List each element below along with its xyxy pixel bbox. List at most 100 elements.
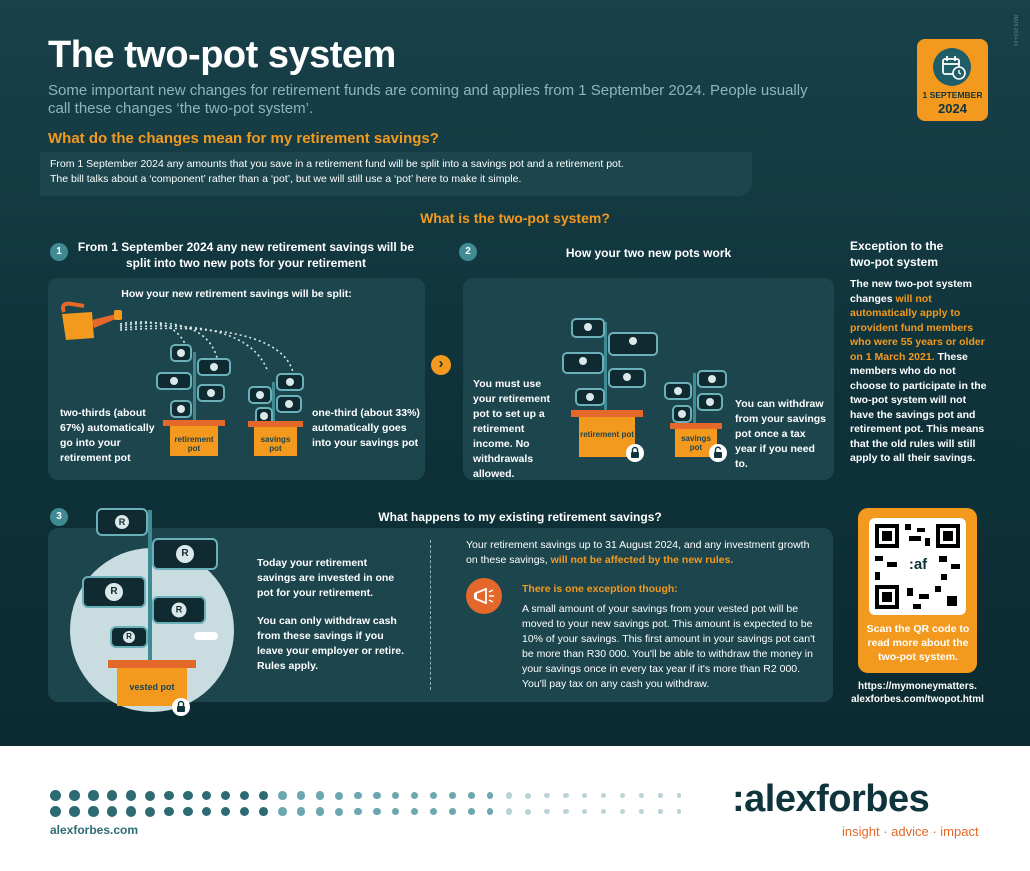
decorative-dot (487, 792, 494, 799)
intro-box (40, 152, 752, 196)
decorative-dot (259, 807, 268, 816)
decorative-dot (677, 793, 682, 798)
decorative-dot (183, 806, 193, 817)
step1-number: 1 (50, 243, 68, 261)
savings-pot-label: savings pot (260, 435, 291, 453)
money-note-icon (697, 370, 727, 388)
step3-number: 3 (50, 508, 68, 526)
retirement-pot-label: retirement pot (580, 430, 634, 439)
step3-heading: What happens to my existing retirement s… (378, 510, 662, 524)
step1-heading: From 1 September 2024 any new retirement… (77, 240, 415, 270)
decorative-dot (126, 806, 137, 817)
next-arrow-icon: › (431, 355, 451, 375)
decorative-dot (677, 809, 682, 814)
pot-rim (571, 410, 643, 417)
money-note-icon: R (96, 508, 148, 536)
plant-stem (193, 352, 196, 422)
money-note-icon: R (110, 626, 148, 648)
page-title: The two-pot system (48, 34, 396, 76)
water-stream-lines (119, 321, 294, 373)
decorative-dot (582, 792, 588, 799)
website-link[interactable]: alexforbes.com (50, 823, 139, 837)
decorative-dot (601, 792, 607, 799)
brand-logo: :alexforbes (732, 778, 930, 820)
existing-savings-text: Today your retirement savings are invest… (257, 557, 395, 599)
decorative-dot (145, 806, 155, 817)
decorative-dot (69, 806, 80, 817)
savings-pot-label: savings pot (681, 434, 711, 452)
money-note-icon (197, 384, 225, 402)
exception-title: There is one exception though: (522, 583, 678, 595)
decorative-dot (392, 807, 400, 816)
decorative-dot (50, 790, 61, 801)
decorative-dot (316, 791, 325, 800)
retirement-pot-rule: You must use your retirement pot to set … (473, 378, 551, 480)
qr-caption: Scan the QR code to read more about the … (866, 623, 970, 663)
decorative-dot (202, 806, 212, 817)
calendar-clock-icon (933, 48, 971, 86)
money-note-icon (664, 382, 692, 400)
exception-text-a: The new two-pot system changes (850, 278, 972, 305)
decorative-dot (69, 790, 80, 801)
money-note-icon: R (152, 538, 218, 570)
money-note-icon (276, 395, 302, 413)
decorative-dot (449, 808, 456, 815)
decorative-dot (221, 806, 231, 817)
decorative-dot (240, 791, 249, 800)
decorative-dot (107, 790, 118, 801)
decorative-dot (582, 808, 588, 815)
decorative-dot (544, 792, 550, 799)
pot-rim (163, 420, 225, 426)
decorative-dot (468, 792, 475, 799)
decorative-dot (658, 809, 663, 814)
money-note-icon (170, 344, 192, 362)
exception-text: The new two-pot system changes will not … (850, 277, 990, 466)
decorative-dot (335, 807, 343, 816)
plant-stem (272, 382, 275, 422)
decorative-dot (449, 792, 456, 799)
money-note-icon (197, 358, 231, 376)
decorative-dot (278, 791, 287, 800)
document-code: JM28-2024-01 (1012, 14, 1018, 47)
pot-rim (248, 421, 303, 427)
decorative-dot (373, 791, 381, 800)
money-note-icon (170, 400, 192, 418)
money-note-icon (248, 386, 272, 404)
unlocked-icon (709, 444, 727, 462)
decorative-dot (468, 808, 475, 815)
decorative-dot (145, 790, 155, 801)
step2-panel (463, 278, 834, 480)
decorative-dot (430, 808, 437, 815)
plant-stem (148, 510, 152, 660)
decorative-dot (487, 808, 494, 815)
changes-question: What do the changes mean for my retireme… (48, 130, 439, 147)
money-note-icon (672, 405, 692, 423)
decorative-dot (50, 806, 61, 817)
exception-detail: A small amount of your savings from your… (522, 603, 816, 690)
decorative-dot (88, 790, 99, 801)
page-subtitle: Some important new changes for retiremen… (48, 82, 808, 117)
savings-pot (254, 427, 297, 456)
decorative-dot (525, 792, 531, 799)
money-note-icon (697, 393, 723, 411)
qr-code[interactable] (869, 518, 966, 615)
decorative-dot (658, 793, 663, 798)
section-title: What is the two-pot system? (420, 210, 610, 226)
decorative-dot (620, 809, 625, 814)
decorative-dot (506, 792, 513, 799)
infographic-body: The two-pot system Some important new ch… (0, 0, 1030, 746)
plant-stem (693, 373, 696, 423)
money-note-icon (571, 318, 605, 338)
decorative-dot (525, 808, 531, 815)
money-note-icon (575, 388, 605, 406)
decorative-dot (430, 792, 437, 799)
cloud-icon (194, 632, 218, 640)
money-note-icon: R (82, 576, 146, 608)
lock-icon (172, 698, 190, 716)
decorative-dot (544, 808, 550, 815)
decorative-dot (563, 792, 569, 799)
pot-rim (108, 660, 196, 668)
step1-subheading: How your new retirement savings will be … (121, 288, 352, 300)
qr-logo: :af (908, 556, 928, 573)
qr-url-link[interactable]: https://mymoneymatters. alexforbes.com/t… (851, 681, 984, 705)
